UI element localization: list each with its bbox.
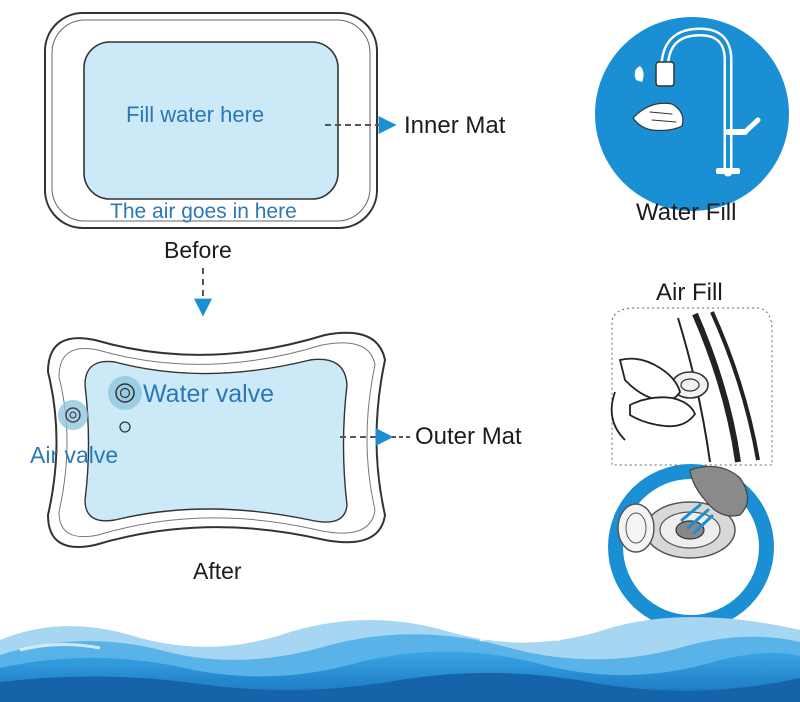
inner-mat-water-area: [83, 41, 339, 200]
air-goes-in-label: The air goes in here: [110, 200, 297, 223]
air-fill-label: Air Fill: [656, 279, 723, 306]
water-valve-icon: [108, 376, 142, 410]
water-fill-label: Water Fill: [636, 199, 737, 226]
air-valve-closeup-icon: [608, 464, 774, 630]
air-valve-icon: [58, 400, 88, 430]
air-fill-illustration: [610, 307, 773, 466]
outer-mat-inner-line: [58, 342, 376, 538]
wave-decoration-icon: [0, 616, 800, 702]
water-fill-circle: [595, 17, 789, 211]
fill-water-label: Fill water here: [126, 102, 265, 127]
before-label: Before: [164, 237, 232, 263]
small-valve-icon: [119, 421, 131, 433]
after-label: After: [193, 558, 242, 584]
outer-mat-water-area: [84, 358, 348, 523]
air-valve-label: Air valve: [30, 442, 119, 468]
water-valve-label: Water valve: [143, 380, 275, 408]
inner-mat-label: Inner Mat: [404, 112, 506, 139]
outer-mat-label: Outer Mat: [415, 423, 522, 450]
faucet-icon: [632, 27, 761, 177]
